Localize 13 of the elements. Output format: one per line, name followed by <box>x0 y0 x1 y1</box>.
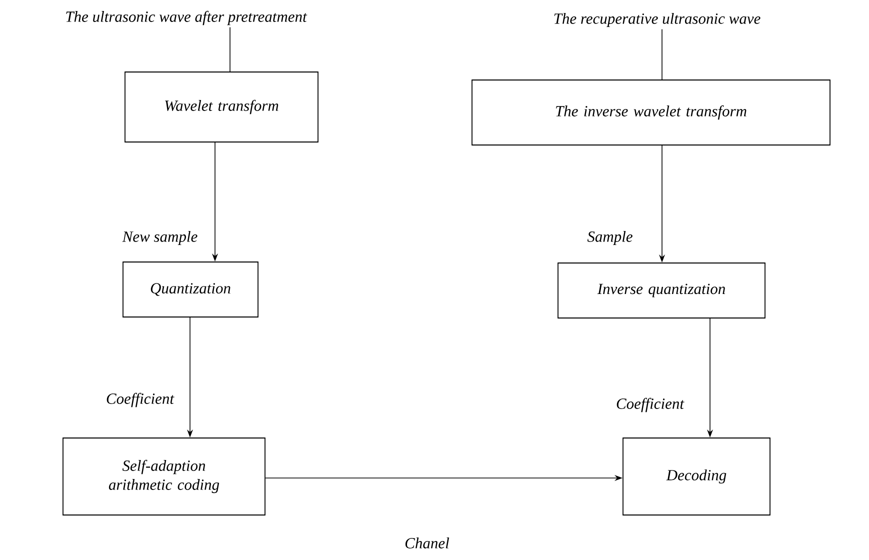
edge-label: New sample <box>122 230 198 246</box>
input-label: The ultrasonic wave after pretreatment <box>66 10 308 26</box>
process-box: The inverse wavelet transform <box>472 80 830 146</box>
process-box: Inverse quantization <box>558 262 766 318</box>
process-box: Wavelet transform <box>124 72 318 142</box>
process-box: Decoding <box>622 438 770 516</box>
edge-label: Coefficient <box>616 398 684 412</box>
edge-label: Coefficient <box>106 392 174 408</box>
edge-label: Chanel <box>405 538 450 548</box>
input-label: The recuperative ultrasonic wave <box>554 12 760 28</box>
process-box: Self-adaption arithmetic coding <box>62 438 266 516</box>
edge-label: Sample <box>587 230 632 246</box>
process-box: Quantization <box>122 262 258 318</box>
